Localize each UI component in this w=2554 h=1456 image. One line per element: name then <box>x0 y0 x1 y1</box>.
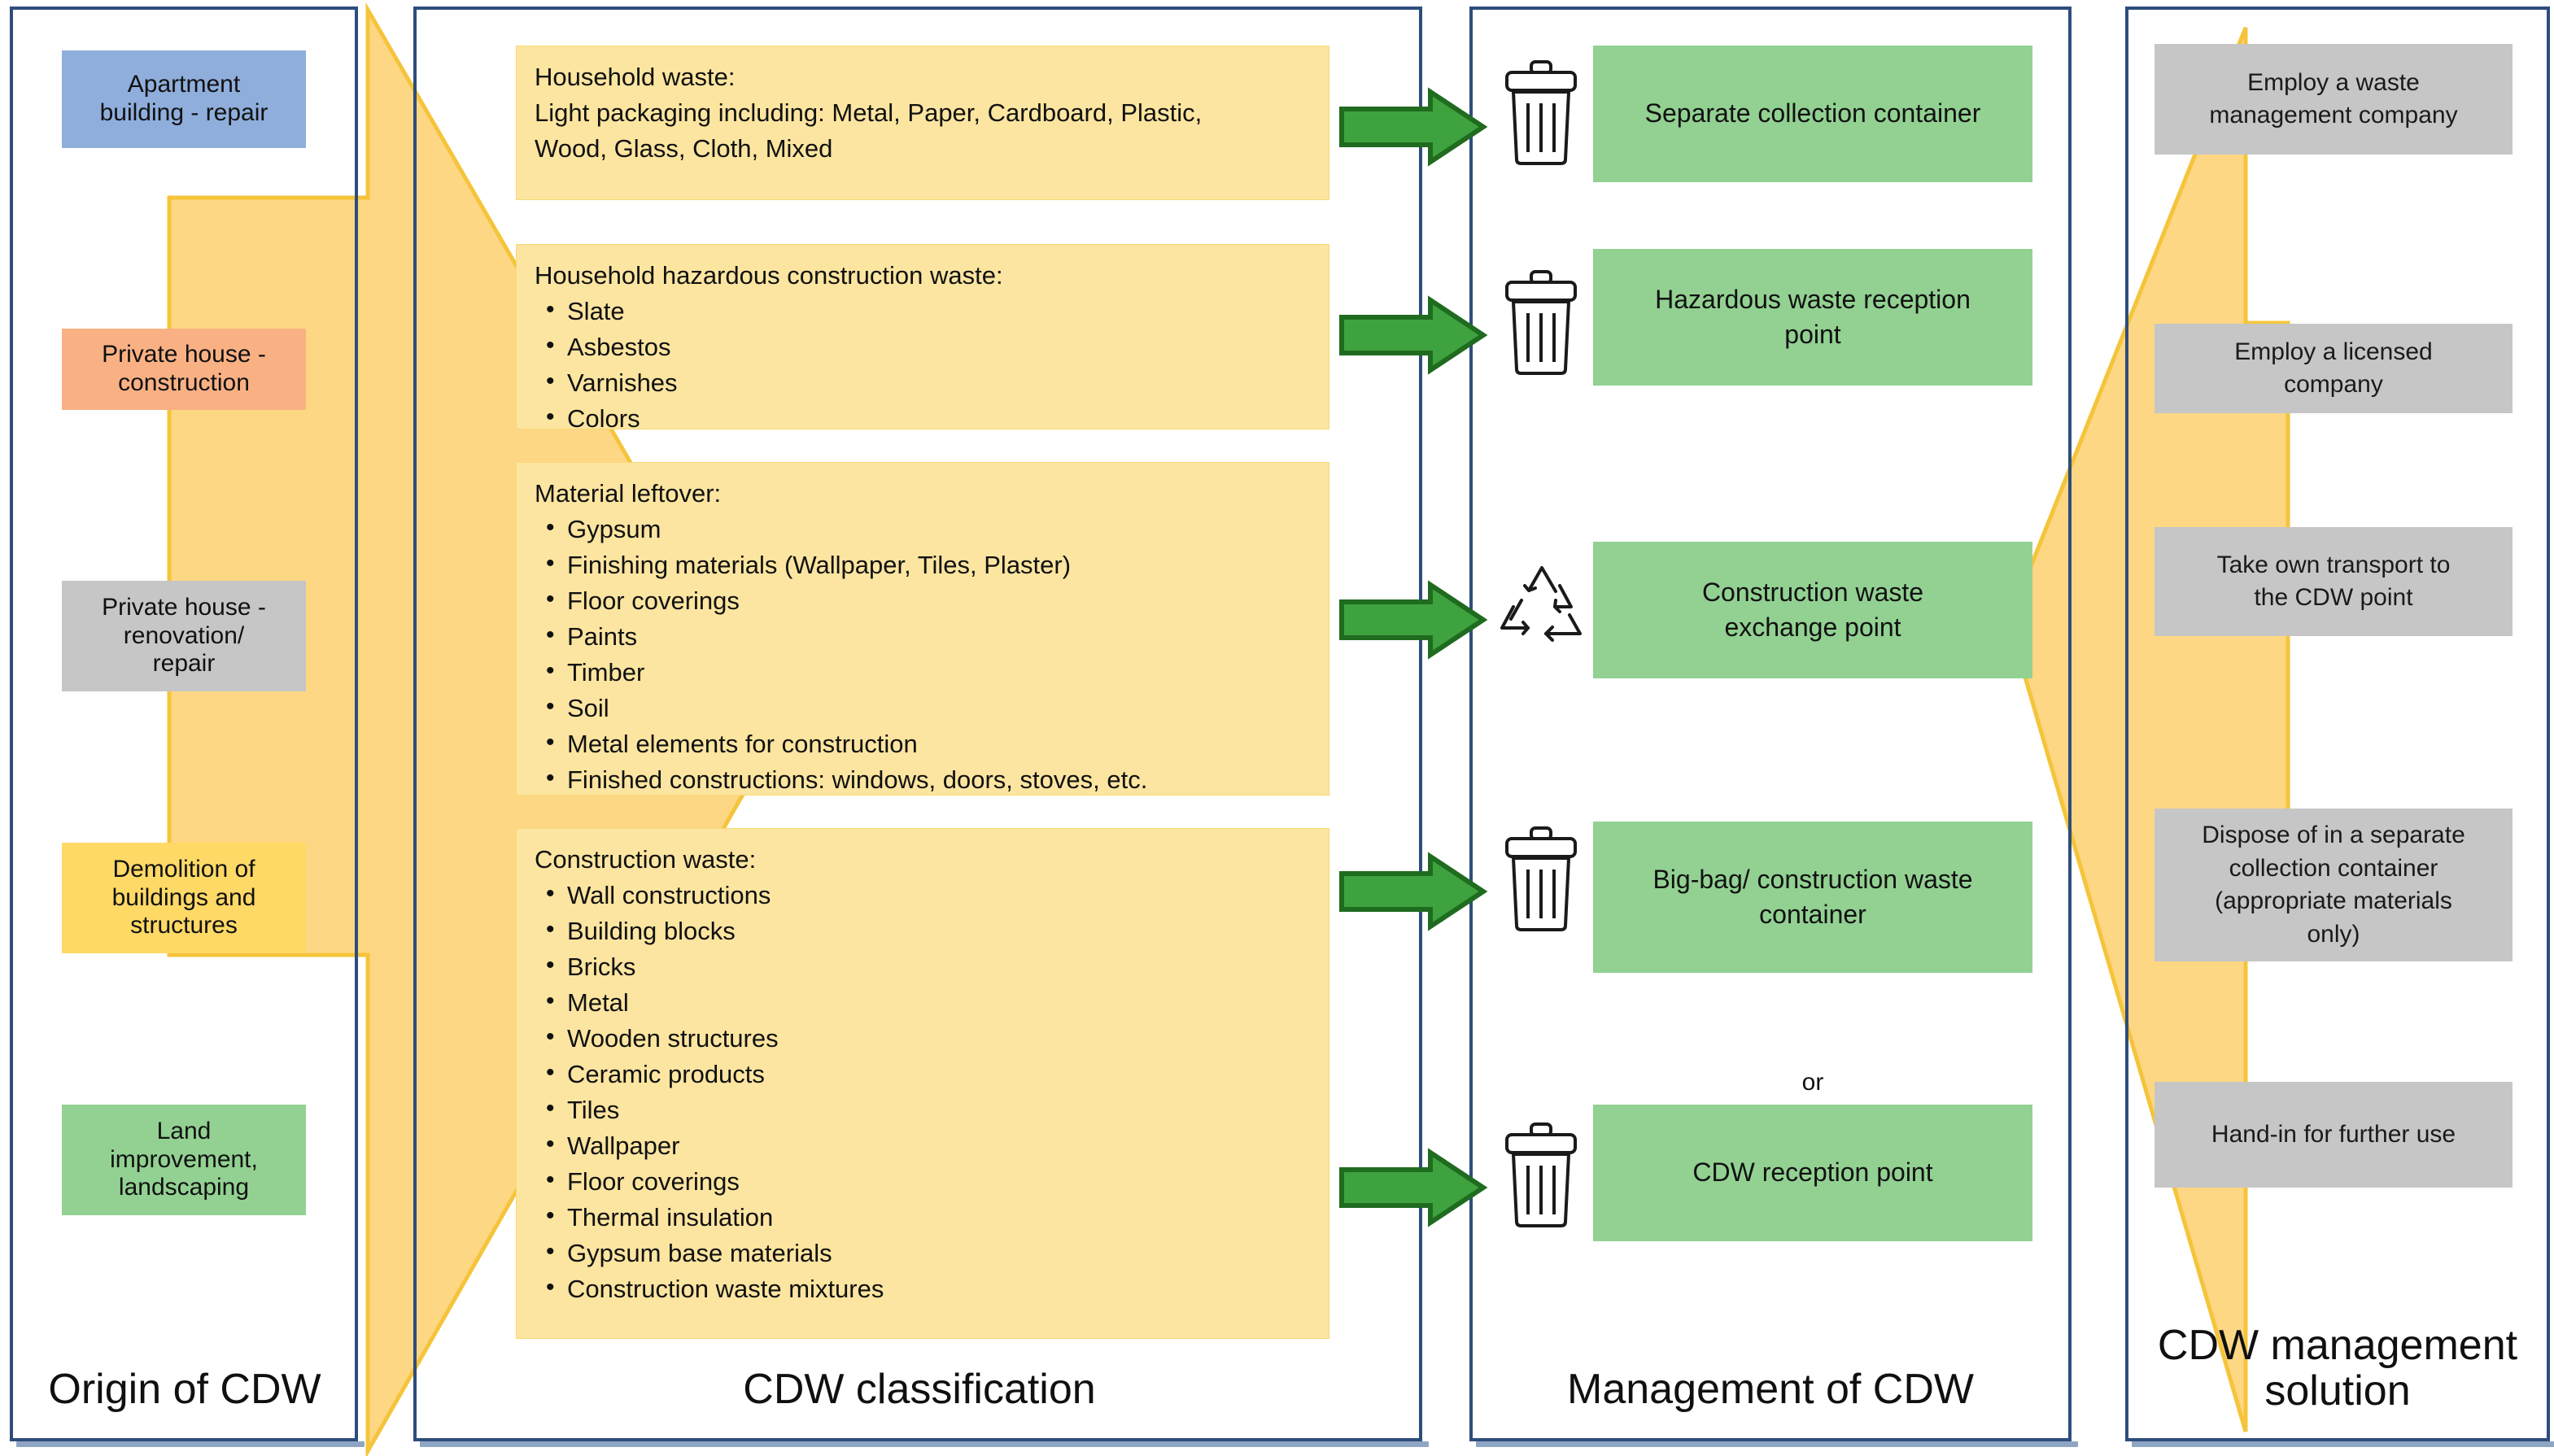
management-item-hazardous-waste-reception-point[interactable]: Hazardous waste reception point <box>1593 249 2032 386</box>
solution-item-take-own-transport[interactable]: Take own transport to the CDW point <box>2155 527 2513 636</box>
list-item: Construction waste mixtures <box>535 1271 1312 1307</box>
list-item: Paints <box>535 618 1312 655</box>
column-title-classification: CDW classification <box>743 1366 1096 1413</box>
column-frame-classification <box>413 7 1422 1441</box>
trash-bin-icon <box>1497 268 1585 376</box>
flow-arrow-to-cdw-reception <box>1339 1148 1488 1227</box>
flow-arrow-to-separate-collection <box>1339 87 1488 167</box>
classification-group-heading: Household waste: Light packaging includi… <box>535 63 1203 163</box>
list-item: Ceramic products <box>535 1056 1312 1092</box>
list-item: Bricks <box>535 948 1312 985</box>
classification-item-list: Wall constructions Building blocks Brick… <box>535 877 1312 1307</box>
trash-bin-icon <box>1497 825 1585 932</box>
column-frame-classification-shadow <box>420 1441 1429 1447</box>
classification-group-household-waste[interactable]: Household waste: Light packaging includi… <box>516 46 1329 200</box>
list-item: Metal <box>535 984 1312 1021</box>
trash-bin-icon <box>1497 59 1585 166</box>
list-item: Tiles <box>535 1092 1312 1128</box>
solution-item-employ-waste-management-company[interactable]: Employ a waste management company <box>2155 44 2513 155</box>
recycling-loop-icon <box>1492 558 1591 662</box>
list-item: Metal elements for construction <box>535 726 1312 762</box>
column-frame-solution-shadow <box>2132 1441 2554 1447</box>
classification-group-construction-waste[interactable]: Construction waste: Wall constructions B… <box>516 828 1329 1339</box>
origin-item-private-house-construction[interactable]: Private house - construction <box>62 329 306 410</box>
list-item: Colors <box>535 400 1312 437</box>
list-item: Timber <box>535 654 1312 691</box>
management-item-construction-waste-exchange-point[interactable]: Construction waste exchange point <box>1593 542 2032 678</box>
flow-arrow-to-big-bag-container <box>1339 852 1488 931</box>
list-item: Wooden structures <box>535 1020 1312 1057</box>
origin-item-demolition[interactable]: Demolition of buildings and structures <box>62 843 306 953</box>
management-item-big-bag-construction-waste-container[interactable]: Big-bag/ construction waste container <box>1593 822 2032 973</box>
list-item: Building blocks <box>535 913 1312 949</box>
management-item-cdw-reception-point[interactable]: CDW reception point <box>1593 1105 2032 1241</box>
list-item: Finishing materials (Wallpaper, Tiles, P… <box>535 547 1312 583</box>
list-item: Gypsum <box>535 511 1312 547</box>
classification-item-list: Gypsum Finishing materials (Wallpaper, T… <box>535 511 1312 798</box>
classification-group-heading: Household hazardous construction waste: <box>535 261 1003 290</box>
solution-item-employ-licensed-company[interactable]: Employ a licensed company <box>2155 324 2513 413</box>
column-frame-origin <box>10 7 358 1441</box>
list-item: Wallpaper <box>535 1127 1312 1164</box>
solution-item-hand-in-further-use[interactable]: Hand-in for further use <box>2155 1082 2513 1188</box>
flow-arrow-to-hazardous-reception <box>1339 295 1488 375</box>
list-item: Gypsum base materials <box>535 1235 1312 1271</box>
list-item: Asbestos <box>535 329 1312 365</box>
list-item: Slate <box>535 293 1312 329</box>
column-frame-management <box>1469 7 2072 1441</box>
list-item: Wall constructions <box>535 877 1312 913</box>
list-item: Floor coverings <box>535 1163 1312 1200</box>
origin-item-land-improvement[interactable]: Land improvement, landscaping <box>62 1105 306 1215</box>
list-item: Varnishes <box>535 364 1312 401</box>
classification-group-heading: Material leftover: <box>535 479 722 508</box>
list-item: Finished constructions: windows, doors, … <box>535 761 1312 798</box>
column-frame-origin-shadow <box>16 1441 365 1447</box>
origin-item-private-house-renovation[interactable]: Private house - renovation/ repair <box>62 581 306 691</box>
column-title-solution: CDW management solution <box>2157 1322 2518 1415</box>
list-item: Soil <box>535 690 1312 726</box>
trash-bin-icon <box>1497 1121 1585 1228</box>
list-item: Thermal insulation <box>535 1199 1312 1236</box>
management-item-separate-collection-container[interactable]: Separate collection container <box>1593 46 2032 182</box>
column-frame-management-shadow <box>1476 1441 2078 1447</box>
column-title-origin: Origin of CDW <box>48 1366 321 1413</box>
list-item: Floor coverings <box>535 582 1312 619</box>
management-or-label: or <box>1801 1069 1824 1096</box>
classification-group-material-leftover[interactable]: Material leftover: Gypsum Finishing mate… <box>516 462 1329 796</box>
column-title-management: Management of CDW <box>1567 1366 1974 1413</box>
flow-arrow-to-exchange-point <box>1339 580 1488 660</box>
solution-item-dispose-separate-container[interactable]: Dispose of in a separate collection cont… <box>2155 809 2513 961</box>
classification-group-hazardous-waste[interactable]: Household hazardous construction waste: … <box>516 244 1329 435</box>
classification-group-heading: Construction waste: <box>535 845 757 874</box>
classification-item-list: Slate Asbestos Varnishes Colors <box>535 293 1312 437</box>
column-frame-solution <box>2125 7 2550 1441</box>
origin-item-apartment-building-repair[interactable]: Apartment building - repair <box>62 50 306 148</box>
